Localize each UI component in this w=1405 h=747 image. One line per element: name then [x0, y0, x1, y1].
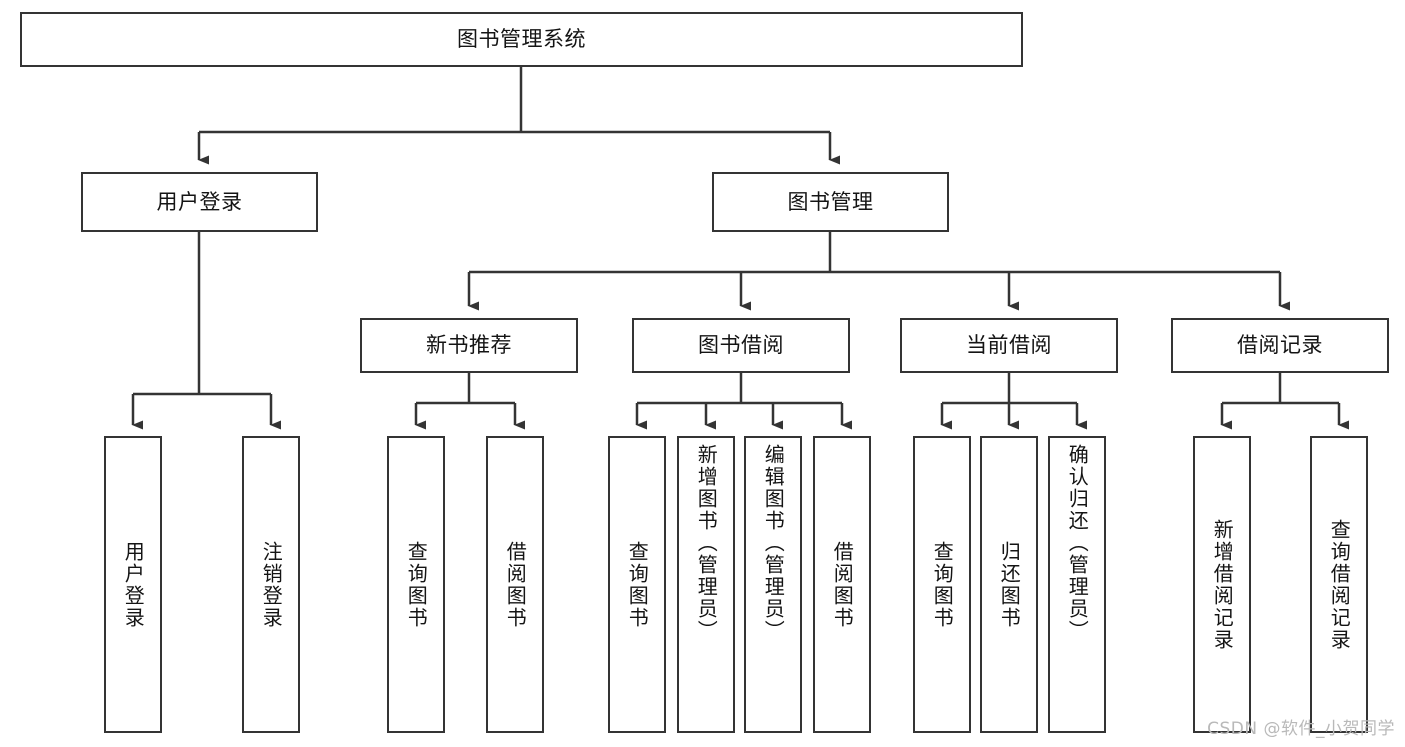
node-leaf-user-logout[interactable]: 注销登录	[242, 436, 300, 733]
node-root-label: 图书管理系统	[457, 27, 586, 52]
node-current-borrow-label: 当前借阅	[966, 333, 1052, 358]
node-leaf-query-book-3[interactable]: 查询图书	[913, 436, 971, 733]
node-leaf-add-book[interactable]: 新增图书（管理员）	[677, 436, 735, 733]
node-user-login[interactable]: 用户登录	[81, 172, 318, 232]
node-leaf-query-record-label: 查询借阅记录	[1327, 518, 1352, 651]
node-borrow-record-label: 借阅记录	[1237, 333, 1323, 358]
node-leaf-confirm-return[interactable]: 确认归还（管理员）	[1048, 436, 1106, 733]
node-borrow-record[interactable]: 借阅记录	[1171, 318, 1389, 373]
node-leaf-borrow-book-1-label: 借阅图书	[503, 540, 528, 629]
node-leaf-return-book-label: 归还图书	[997, 540, 1022, 629]
node-leaf-user-login[interactable]: 用户登录	[104, 436, 162, 733]
node-current-borrow[interactable]: 当前借阅	[900, 318, 1118, 373]
node-leaf-query-book-2-label: 查询图书	[625, 540, 650, 629]
node-leaf-borrow-book-1[interactable]: 借阅图书	[486, 436, 544, 733]
csdn-watermark: CSDN @软件_小贺同学	[1207, 719, 1395, 739]
node-book-borrow-label: 图书借阅	[698, 333, 784, 358]
node-leaf-confirm-return-label: 确认归还（管理员）	[1065, 444, 1090, 642]
node-new-book-rec[interactable]: 新书推荐	[360, 318, 578, 373]
node-root[interactable]: 图书管理系统	[20, 12, 1023, 67]
node-leaf-user-logout-label: 注销登录	[259, 540, 284, 629]
node-leaf-edit-book[interactable]: 编辑图书（管理员）	[744, 436, 802, 733]
node-leaf-add-book-label: 新增图书（管理员）	[694, 444, 719, 642]
node-book-manage-label: 图书管理	[787, 189, 874, 214]
node-leaf-return-book[interactable]: 归还图书	[980, 436, 1038, 733]
node-leaf-add-record[interactable]: 新增借阅记录	[1193, 436, 1251, 733]
node-leaf-query-book-1-label: 查询图书	[404, 540, 429, 629]
node-book-manage[interactable]: 图书管理	[712, 172, 949, 232]
node-leaf-query-book-3-label: 查询图书	[930, 540, 955, 629]
node-leaf-borrow-book-2[interactable]: 借阅图书	[813, 436, 871, 733]
node-leaf-query-book-2[interactable]: 查询图书	[608, 436, 666, 733]
node-leaf-edit-book-label: 编辑图书（管理员）	[761, 444, 786, 642]
node-leaf-borrow-book-2-label: 借阅图书	[830, 540, 855, 629]
node-leaf-user-login-label: 用户登录	[121, 540, 146, 629]
node-leaf-query-book-1[interactable]: 查询图书	[387, 436, 445, 733]
node-new-book-rec-label: 新书推荐	[426, 333, 512, 358]
node-book-borrow[interactable]: 图书借阅	[632, 318, 850, 373]
node-user-login-label: 用户登录	[156, 189, 243, 214]
node-leaf-add-record-label: 新增借阅记录	[1210, 518, 1235, 651]
node-leaf-query-record[interactable]: 查询借阅记录	[1310, 436, 1368, 733]
